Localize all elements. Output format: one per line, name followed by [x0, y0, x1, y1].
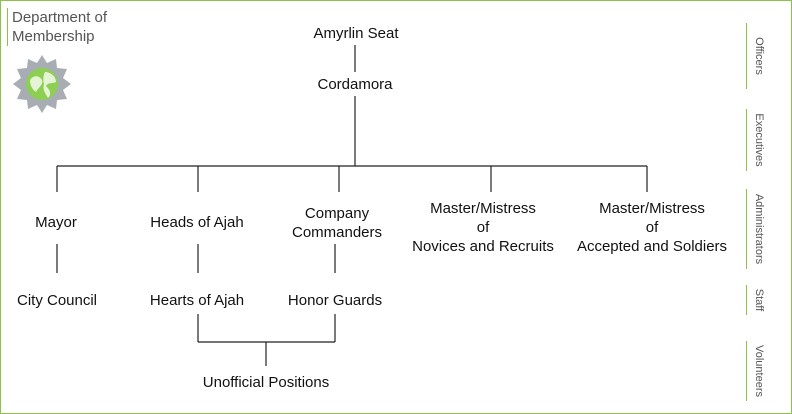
- node-label-line: of: [476, 219, 490, 236]
- tier-executives: Executives: [746, 109, 775, 171]
- department-title-line1: Department of: [12, 9, 108, 26]
- node-company-commanders: Company Commanders: [292, 204, 382, 242]
- node-label-line: Novices and Recruits: [412, 238, 554, 255]
- node-cordamora: Cordamora: [317, 75, 392, 94]
- node-label: Mayor: [35, 214, 77, 231]
- node-label-line: of: [645, 219, 659, 236]
- tier-label: Executives: [753, 113, 765, 167]
- tier-volunteers: Volunteers: [746, 341, 775, 401]
- department-title: Department of Membership: [7, 8, 132, 46]
- node-unofficial-positions: Unofficial Positions: [203, 373, 329, 392]
- tier-label: Administrators: [753, 193, 765, 265]
- node-label-line: Company: [304, 205, 370, 222]
- node-honor-guards: Honor Guards: [288, 291, 382, 310]
- node-label: Honor Guards: [287, 292, 383, 309]
- tier-staff: Staff: [746, 285, 775, 315]
- tier-officers: Officers: [746, 23, 775, 89]
- globe-seal-icon: [13, 55, 71, 113]
- node-amyrlin-seat: Amyrlin Seat: [313, 24, 398, 43]
- node-master-accepted-soldiers: Master/Mistress of Accepted and Soldiers: [577, 199, 727, 256]
- globe-land-east: [43, 72, 56, 98]
- node-label-line: Master/Mistress: [430, 200, 536, 217]
- node-label: Amyrlin Seat: [313, 25, 399, 42]
- node-heads-of-ajah: Heads of Ajah: [150, 213, 243, 232]
- node-label-line: Master/Mistress: [599, 200, 705, 217]
- tier-label: Volunteers: [753, 345, 765, 397]
- tier-administrators: Administrators: [746, 189, 775, 269]
- node-label: Heads of Ajah: [150, 214, 244, 231]
- node-label-line: Commanders: [291, 224, 383, 241]
- node-label: Hearts of Ajah: [149, 292, 245, 309]
- node-label-line: Accepted and Soldiers: [576, 238, 728, 255]
- department-title-line2: Membership: [12, 28, 95, 45]
- node-city-council: City Council: [17, 291, 97, 310]
- tier-label: Staff: [753, 288, 765, 312]
- tier-label: Officers: [753, 37, 765, 75]
- node-label: Unofficial Positions: [202, 374, 330, 391]
- node-mayor: Mayor: [35, 213, 77, 232]
- node-label: City Council: [16, 292, 98, 309]
- node-hearts-of-ajah: Hearts of Ajah: [150, 291, 244, 310]
- node-label: Cordamora: [317, 76, 393, 93]
- node-master-novices-recruits: Master/Mistress of Novices and Recruits: [412, 199, 554, 256]
- globe-land-west: [30, 76, 43, 92]
